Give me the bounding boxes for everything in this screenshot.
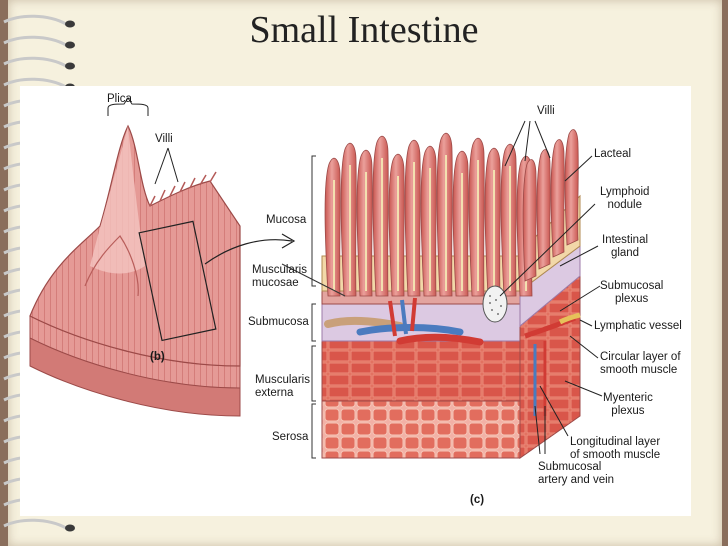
- villus: [484, 147, 501, 297]
- label-intestinal-gland: Intestinal gland: [602, 234, 649, 259]
- label-lymphatic-vessel: Lymphatic vessel: [594, 320, 682, 332]
- villus: [536, 149, 551, 270]
- villus: [420, 145, 437, 297]
- binding-ring: [3, 35, 67, 47]
- label-submucosal-artery-vein: Submucosal artery and vein: [538, 461, 615, 486]
- binding-hole: [65, 20, 75, 28]
- label-lymphoid-nodule: Lymphoid nodule: [600, 186, 650, 211]
- binding-ring: [3, 14, 67, 26]
- villus: [372, 135, 389, 297]
- binding-ring: [3, 77, 67, 89]
- villus: [550, 139, 565, 258]
- binding-ring: [3, 56, 67, 68]
- villus: [436, 132, 453, 297]
- villus: [404, 139, 421, 297]
- label-villi-c: Villi: [537, 105, 555, 117]
- panel-letter-c: (c): [470, 494, 485, 506]
- label-muscularis-mucosae: Muscularis mucosae: [252, 264, 307, 289]
- binding-ring: [3, 518, 67, 530]
- intestine-illustration: [29, 97, 603, 459]
- label-serosa: Serosa: [272, 431, 309, 443]
- label-myenteric-plexus: Myenteric plexus: [603, 392, 653, 417]
- label-circular-layer: Circular layer of smooth muscle: [600, 351, 681, 376]
- label-muscularis-externa: Muscularis externa: [255, 374, 310, 399]
- plica-segment-drawing: [29, 97, 296, 417]
- villus: [522, 159, 537, 282]
- villus: [356, 149, 373, 297]
- villus: [324, 157, 341, 297]
- villus: [564, 129, 579, 246]
- slide-title: Small Intestine: [249, 9, 479, 51]
- intestinal-wall-block: [281, 129, 581, 459]
- label-lacteal: Lacteal: [594, 148, 632, 160]
- label-submucosa: Submucosa: [248, 316, 309, 328]
- villus: [388, 153, 405, 297]
- label-plica: Plica: [107, 93, 132, 105]
- figure-panel: Plica Villi (b) Mucosa Muscularis mucosa…: [20, 86, 691, 516]
- label-mucosa: Mucosa: [266, 214, 307, 226]
- label-submucosal-plexus: Submucosal plexus: [600, 280, 664, 305]
- label-villi-b: Villi: [155, 133, 173, 145]
- label-longitudinal-layer: Longitudinal layer of smooth muscle: [570, 436, 661, 461]
- binding-hole: [65, 41, 75, 49]
- leader-lines: [499, 120, 603, 455]
- binding-hole: [65, 524, 75, 532]
- villus: [340, 142, 357, 297]
- villus: [468, 137, 485, 297]
- villus: [452, 150, 469, 297]
- villus: [500, 143, 517, 297]
- panel-letter-b: (b): [150, 351, 165, 363]
- binding-hole: [65, 62, 75, 70]
